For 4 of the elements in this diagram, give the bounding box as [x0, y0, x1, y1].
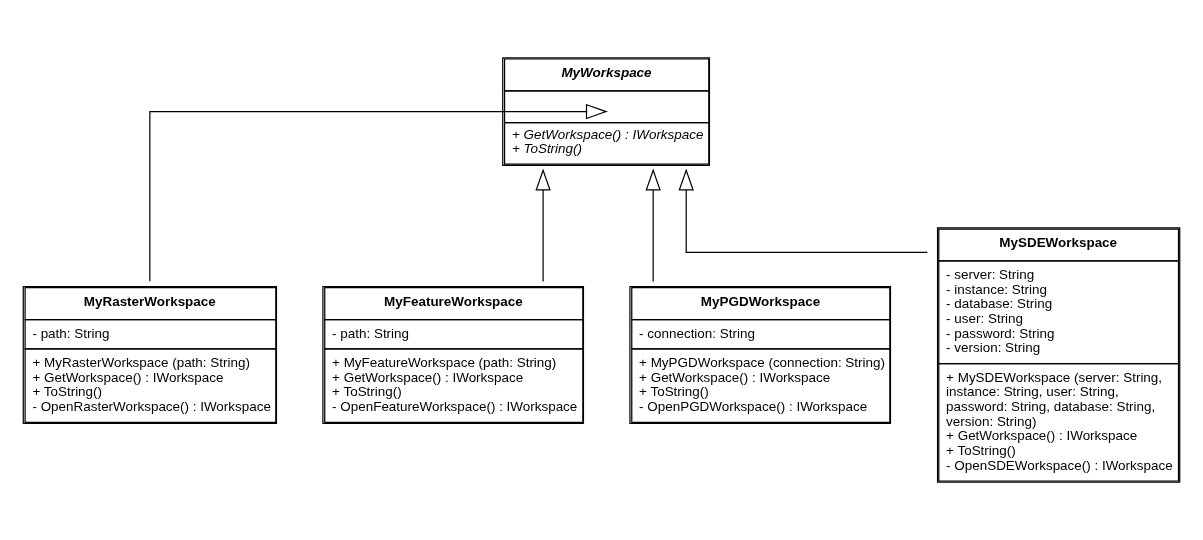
arrow: [535, 168, 551, 283]
arrow: [149, 103, 608, 282]
arrow: [645, 168, 661, 283]
arrow: [678, 168, 928, 253]
